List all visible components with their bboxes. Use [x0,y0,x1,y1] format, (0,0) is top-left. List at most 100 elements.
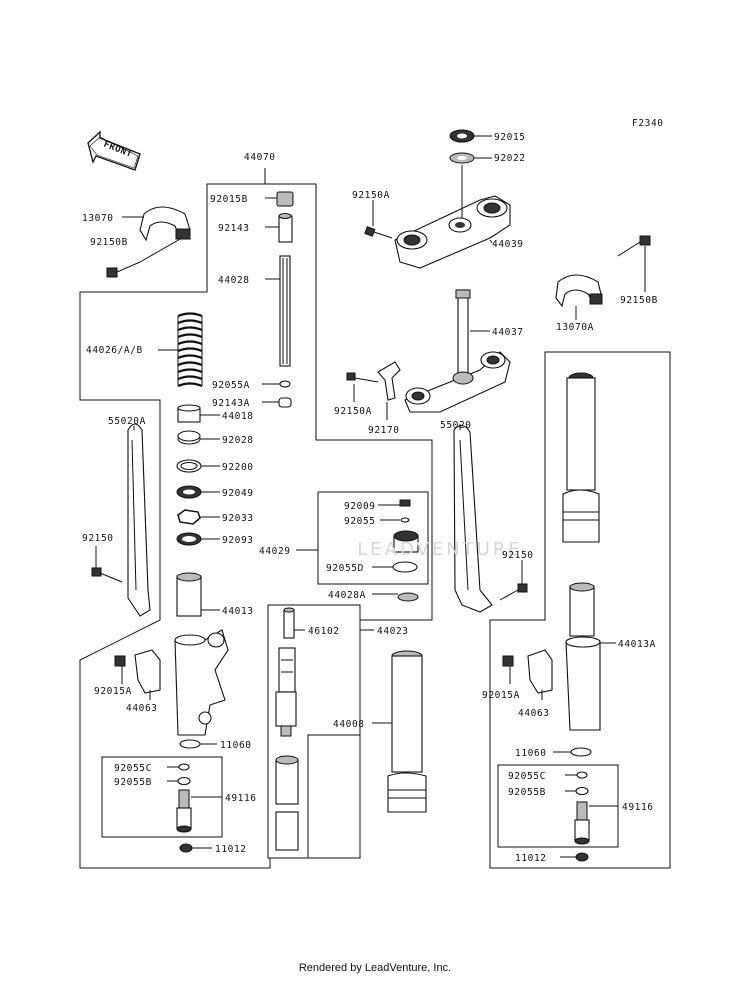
cartridge-44023-box [267,604,361,859]
label-44026: 44026/A/B [86,345,143,356]
label-92055B-left: 92055B [114,777,152,788]
label-92055C-left: 92055C [114,763,152,774]
cap-bolt-44029 [393,530,419,553]
axle-holder-44013 [174,572,229,736]
label-92150B-right: 92150B [620,295,658,306]
clamp-13070A [555,274,603,308]
label-92200: 92200 [222,462,254,473]
upper-triple-clamp [394,129,511,269]
label-92150-left: 92150 [82,533,114,544]
label-92055B-right: 92055B [508,787,546,798]
label-92093: 92093 [222,535,254,546]
ring-92200 [176,459,202,473]
label-44028: 44028 [218,275,250,286]
label-92015B: 92015B [210,194,248,205]
label-92055: 92055 [344,516,376,527]
valve-49116-left [176,789,192,833]
label-44039: 44039 [492,239,524,250]
label-44063-right: 44063 [518,708,550,719]
washer-11060-right [570,747,592,757]
label-44063-left: 44063 [126,703,158,714]
label-49116-right: 49116 [622,802,654,813]
right-assembly-outline [489,351,671,869]
label-92170: 92170 [368,425,400,436]
valve-49116-right [574,801,590,845]
cartridge-44023 [275,647,299,851]
label-92028: 92028 [222,435,254,446]
label-92150B-left: 92150B [90,237,128,248]
bolt-92150-right [499,583,528,601]
collar-44018 [177,404,201,423]
label-92143A: 92143A [212,398,250,409]
label-55020: 55020 [440,420,472,431]
label-92015: 92015 [494,132,526,143]
label-11060-left: 11060 [220,740,252,751]
bolt-92150B-left [106,261,141,278]
label-46102: 46102 [308,626,340,637]
label-13070: 13070 [82,213,114,224]
ring-92055A [279,380,291,388]
screw-92009 [399,499,411,507]
adjuster-92143 [278,213,293,243]
watermark: LEADVENTURE [357,539,522,560]
label-44008: 44008 [333,719,365,730]
label-13070A: 13070A [556,322,594,333]
label-92150-right: 92150 [502,550,534,561]
cap-44029-box [317,491,429,585]
rod-44028 [279,255,291,367]
spring-44026 [177,312,203,388]
ring-92055C-right [576,771,588,779]
figure-code: F2340 [632,118,664,129]
label-55020A: 55020A [108,416,146,427]
piece-92143A [278,397,292,408]
label-92015A-right: 92015A [482,690,520,701]
ring-92055B-right [575,786,589,796]
bracket-92170 [377,361,401,401]
label-44037: 44037 [492,327,524,338]
fork-guard-55020A [127,423,151,617]
label-44070: 44070 [244,152,276,163]
label-92055A: 92055A [212,380,250,391]
washer-44028A [397,592,419,602]
label-92033: 92033 [222,513,254,524]
label-92049: 92049 [222,488,254,499]
ring-92055B-left [177,776,191,786]
bolt-92150A-top [364,226,393,239]
label-92143: 92143 [218,223,250,234]
label-44013: 44013 [222,606,254,617]
fork-guard-55020 [453,424,493,613]
seal-92093 [176,532,202,546]
label-92015A-left: 92015A [94,686,132,697]
front-arrow-icon: FRONT [87,130,141,171]
clip-92033 [177,509,201,525]
label-44028A: 44028A [328,590,366,601]
bolt-92150-left [91,567,123,583]
rod-46102 [283,607,295,639]
label-92022: 92022 [494,153,526,164]
label-92150A-mid: 92150A [334,406,372,417]
axle-holder-44013A [565,582,601,731]
steering-stem-lower-clamp [404,289,511,413]
label-92055C-right: 92055C [508,771,546,782]
label-92055D: 92055D [326,563,364,574]
oring-92055D [392,561,418,573]
bolt-92150A-mid [346,372,379,383]
label-92009: 92009 [344,501,376,512]
ring-92028 [177,430,201,445]
nut-92015B [276,191,294,207]
cap-11012-left [179,843,193,853]
label-44023: 44023 [377,626,409,637]
label-44029: 44029 [259,546,291,557]
label-11012-left: 11012 [215,844,247,855]
clamp-13070 [139,206,191,242]
ring-92055C-left [178,763,190,771]
ring-92055 [400,517,410,523]
inner-tube-44008 [387,650,427,813]
label-92150A-top: 92150A [352,190,390,201]
footer-credit: Rendered by LeadVenture, Inc. [298,962,452,974]
seal-92049 [176,485,202,499]
clamp-44063-right [502,649,553,694]
outer-tube-right [562,372,600,543]
label-11012-right: 11012 [515,853,547,864]
